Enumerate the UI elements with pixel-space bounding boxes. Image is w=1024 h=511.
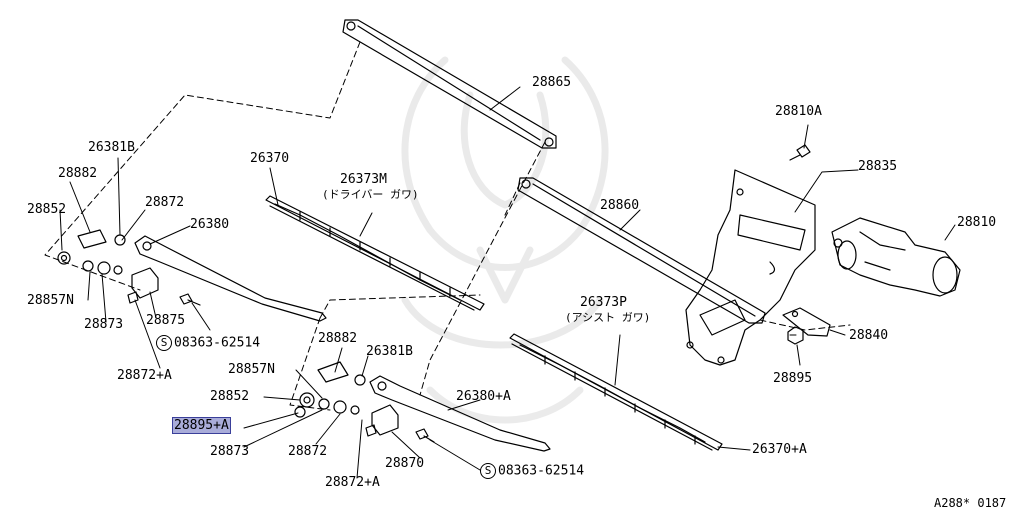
- illustration-code: A288* 0187: [934, 496, 1007, 510]
- wiper-motor-28810: [831, 217, 961, 297]
- pivot-parts-upper: [57, 229, 201, 306]
- fastener-s-symbol-2: S: [480, 463, 496, 479]
- label-28852-lower: 28852: [210, 389, 250, 404]
- bracket-28840: [782, 307, 831, 337]
- wiper-arm-26380: [134, 235, 327, 322]
- label-26373M: 26373M: [340, 172, 387, 187]
- fastener-s-symbol: S: [156, 335, 172, 351]
- label-26381B-lower: 26381B: [366, 344, 413, 359]
- label-26373P-note: (アシスト ガワ): [565, 311, 651, 324]
- label-28873-lower: 28873: [210, 444, 250, 459]
- link-rod-28865: [342, 19, 557, 149]
- label-28872A-lower: 28872+A: [325, 475, 380, 490]
- label-28872-lower: 28872: [288, 444, 328, 459]
- label-28872-upper: 28872: [145, 195, 185, 210]
- wiper-blade-26370: [265, 195, 485, 311]
- assembly-guide-lines: [44, 41, 851, 411]
- label-28810A: 28810A: [775, 104, 822, 119]
- leader-lines: [59, 86, 956, 479]
- label-26373P: 26373P: [580, 295, 627, 310]
- wiper-blade-26370A: [509, 333, 723, 451]
- label-26373M-note: (ドライバー ガワ): [322, 188, 419, 201]
- watermark-emblem: [401, 56, 609, 424]
- label-28835: 28835: [858, 159, 898, 174]
- bolt-28810A: [789, 144, 811, 161]
- part-number-08363-lower: 08363-62514: [498, 463, 585, 479]
- label-28895: 28895: [773, 371, 813, 386]
- label-28895A: 28895+A: [172, 417, 231, 434]
- label-28873-upper: 28873: [84, 317, 124, 332]
- label-28865: 28865: [532, 75, 572, 90]
- label-28857N-upper: 28857N: [27, 293, 74, 308]
- label-28860: 28860: [600, 198, 640, 213]
- label-28852-upper: 28852: [27, 202, 67, 217]
- label-26381B-upper: 26381B: [88, 140, 135, 155]
- label-28810: 28810: [957, 215, 997, 230]
- nut-28895: [787, 326, 804, 345]
- wiper-arm-26380A: [369, 375, 551, 452]
- label-26370A: 26370+A: [752, 442, 807, 457]
- link-rod-28860: [517, 177, 766, 324]
- label-28882-upper: 28882: [58, 166, 98, 181]
- label-28875: 28875: [146, 313, 186, 328]
- label-28870: 28870: [385, 456, 425, 471]
- label-26370: 26370: [250, 151, 290, 166]
- part-number-08363-upper: 08363-62514: [174, 335, 261, 351]
- label-26380: 26380: [190, 217, 230, 232]
- label-28882-lower: 28882: [318, 331, 358, 346]
- pivot-parts-lower: [294, 361, 435, 443]
- label-26380A: 26380+A: [456, 389, 511, 404]
- label-28840: 28840: [849, 328, 889, 343]
- highlighted-part-number[interactable]: 28895+A: [172, 417, 231, 434]
- label-28872A-upper: 28872+A: [117, 368, 172, 383]
- motor-bracket-28835: [685, 169, 816, 366]
- label-28857N-lower: 28857N: [228, 362, 275, 377]
